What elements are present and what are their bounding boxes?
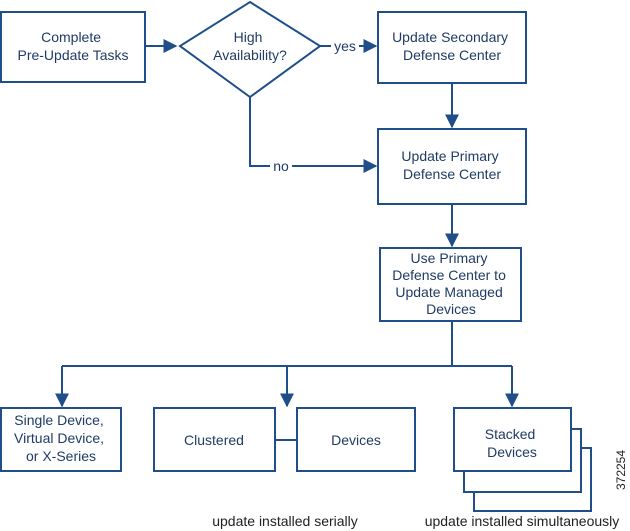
label-pre-update: Complete Pre-Update Tasks bbox=[17, 29, 128, 63]
edge-label-yes: yes bbox=[334, 38, 356, 54]
node-pre-update bbox=[0, 11, 146, 83]
label-high-availability: High Availability? bbox=[213, 29, 287, 63]
note-simultaneous: update installed simultaneously bbox=[425, 513, 620, 529]
node-devices bbox=[296, 407, 416, 472]
yes-label-backing bbox=[331, 38, 359, 54]
label-single-device: Single Device, Virtual Device, or X-Seri… bbox=[14, 412, 108, 464]
label-devices: Devices bbox=[331, 432, 381, 448]
connectors bbox=[55, 39, 519, 441]
label-update-primary: Update Primary Defense Center bbox=[401, 148, 502, 182]
node-use-primary bbox=[379, 247, 522, 322]
node-clustered bbox=[153, 407, 276, 472]
label-update-secondary: Update Secondary Defense Center bbox=[392, 29, 512, 63]
edge-label-no: no bbox=[273, 158, 289, 174]
label-use-primary: Use Primary Defense Center to Update Man… bbox=[392, 250, 510, 317]
figure-id: 372254 bbox=[614, 450, 628, 490]
label-clustered: Clustered bbox=[184, 432, 244, 448]
node-update-primary bbox=[377, 128, 527, 205]
node-high-availability bbox=[178, 0, 322, 99]
node-stacked bbox=[453, 407, 572, 472]
node-single-device bbox=[0, 407, 122, 472]
no-label-backing bbox=[270, 158, 292, 174]
node-update-secondary bbox=[377, 11, 527, 84]
edge-ha-no bbox=[249, 97, 378, 173]
label-stacked: Stacked Devices bbox=[485, 426, 539, 460]
note-serial: update installed serially bbox=[212, 513, 358, 529]
